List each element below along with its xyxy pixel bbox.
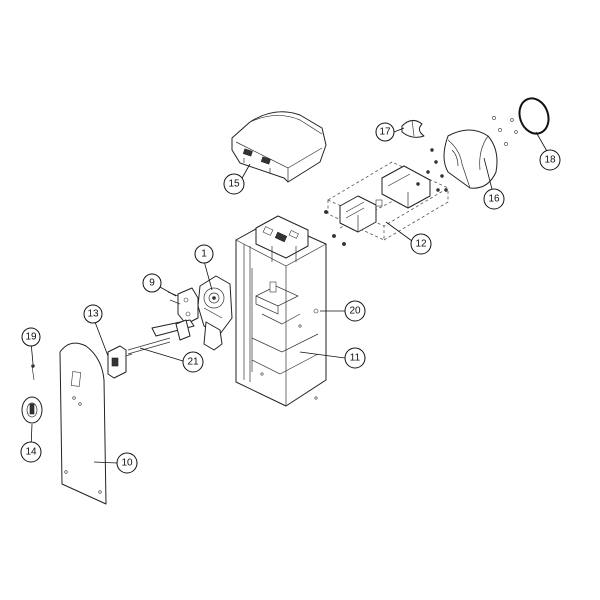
callout-label-13: 13 xyxy=(87,309,99,320)
part-9-bracket-plate xyxy=(167,287,199,325)
callout-label-12: 12 xyxy=(415,239,427,250)
callout-label-18: 18 xyxy=(544,155,556,166)
part-16-round-cap xyxy=(430,129,498,192)
part-15-top-cover xyxy=(231,111,327,183)
part-17-clip xyxy=(401,119,425,138)
callout-label-1: 1 xyxy=(201,249,207,260)
part-12-mounting-bracket-assembly xyxy=(324,161,449,246)
callout-9: 9 xyxy=(142,273,162,293)
callout-15: 15 xyxy=(223,173,245,195)
part-18-gasket-ring xyxy=(518,97,550,135)
cap-fasteners xyxy=(492,116,518,146)
callout-label-17: 17 xyxy=(379,127,391,138)
part-11-main-cabinet xyxy=(235,215,327,407)
part-14-lock xyxy=(21,396,43,424)
callout-label-20: 20 xyxy=(349,306,361,317)
callout-label-16: 16 xyxy=(488,194,500,205)
part-20-screw xyxy=(313,308,319,314)
callout-21: 21 xyxy=(182,351,204,373)
part-13-switch xyxy=(107,345,133,379)
callout-17: 17 xyxy=(375,122,395,142)
callout-18: 18 xyxy=(539,149,561,171)
callout-label-10: 10 xyxy=(121,458,133,469)
callout-12: 12 xyxy=(410,233,432,255)
callout-1: 1 xyxy=(194,244,214,264)
part-19-screw xyxy=(31,364,35,381)
callout-13: 13 xyxy=(83,304,103,324)
callout-label-14: 14 xyxy=(25,447,37,458)
callout-label-11: 11 xyxy=(350,353,361,364)
callout-label-15: 15 xyxy=(228,179,240,190)
callout-label-9: 9 xyxy=(149,278,155,289)
callout-11: 11 xyxy=(344,347,366,369)
part-1-motor-gearbox xyxy=(197,275,233,351)
callout-20: 20 xyxy=(344,300,366,322)
callout-10: 10 xyxy=(116,452,138,474)
callout-19: 19 xyxy=(21,327,41,347)
callout-14: 14 xyxy=(20,441,42,463)
callout-label-21: 21 xyxy=(187,357,199,368)
part-10-front-door xyxy=(59,342,107,505)
part-21-shaft xyxy=(127,319,195,355)
callout-16: 16 xyxy=(483,188,505,210)
callout-label-19: 19 xyxy=(25,332,37,343)
